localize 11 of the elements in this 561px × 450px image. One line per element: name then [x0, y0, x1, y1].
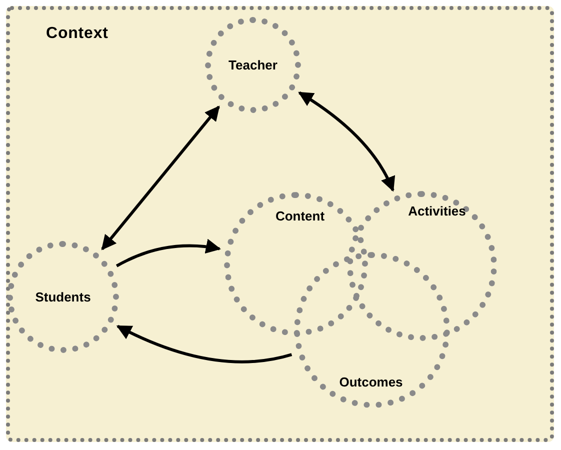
circle-label: Students	[35, 288, 91, 306]
frame-heading: Context	[46, 24, 108, 44]
circle-label: Content	[275, 207, 325, 226]
arrow	[298, 91, 394, 192]
circle-label: Teacher	[228, 56, 278, 74]
arrow	[116, 239, 221, 268]
arrow	[116, 324, 292, 364]
circle-label: Outcomes	[339, 373, 403, 392]
circle-label: Activities	[408, 202, 466, 220]
arrow	[101, 106, 220, 250]
context-frame	[6, 6, 554, 442]
